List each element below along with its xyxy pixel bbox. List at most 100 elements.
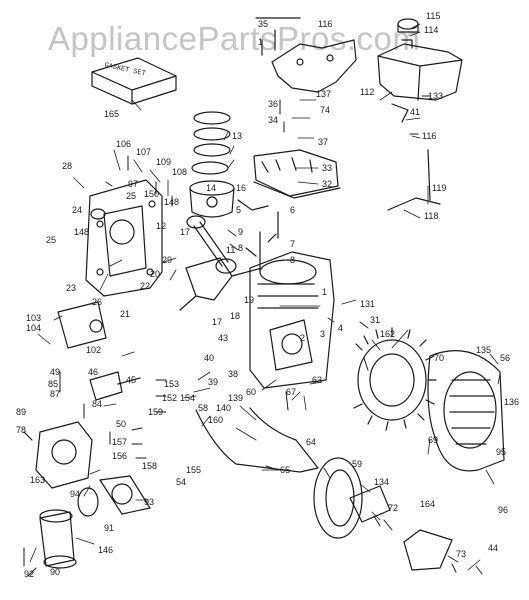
callout-60: 60 xyxy=(246,387,257,397)
callout-5: 5 xyxy=(236,205,242,215)
callout-158: 158 xyxy=(142,461,158,471)
callout-33: 33 xyxy=(322,163,333,173)
callout-155: 155 xyxy=(186,465,202,475)
filter-gasket xyxy=(77,487,99,517)
callout-58: 58 xyxy=(198,403,209,413)
callout-34: 34 xyxy=(268,115,279,125)
callout-18: 18 xyxy=(230,311,241,321)
callout-7: 7 xyxy=(290,239,296,249)
callout-16: 16 xyxy=(236,183,247,193)
callout-87: 87 xyxy=(50,389,61,399)
callout-153: 153 xyxy=(164,379,180,389)
bracket-164 xyxy=(403,529,453,571)
callout-39: 39 xyxy=(208,377,219,387)
gasket-set-box xyxy=(91,57,177,105)
callout-156: 156 xyxy=(112,451,128,461)
base-plate xyxy=(195,407,319,473)
crankcase-cover xyxy=(85,179,163,297)
callout-26: 26 xyxy=(92,297,103,307)
callout-6: 6 xyxy=(290,205,296,215)
callout-37: 37 xyxy=(318,137,329,147)
governor-linkage xyxy=(89,371,141,401)
callout-25: 25 xyxy=(46,235,57,245)
callout-17: 17 xyxy=(180,227,191,237)
callout-162: 162 xyxy=(380,329,396,339)
callout-139: 139 xyxy=(228,393,244,403)
callout-136: 136 xyxy=(504,397,520,407)
callout-134: 134 xyxy=(374,477,390,487)
callout-1: 1 xyxy=(322,287,328,297)
callout-2: 2 xyxy=(300,333,306,343)
callout-50: 50 xyxy=(116,419,127,429)
callout-90: 90 xyxy=(50,567,61,577)
callout-160: 160 xyxy=(208,415,224,425)
callout-17b: 17 xyxy=(212,317,223,327)
callout-28: 28 xyxy=(62,161,73,171)
callout-3: 3 xyxy=(320,329,326,339)
callout-29: 29 xyxy=(162,255,173,265)
callout-11: 11 xyxy=(226,245,236,255)
callout-8b: 8 xyxy=(290,255,296,265)
callout-165: 165 xyxy=(104,109,120,119)
callout-93: 93 xyxy=(144,497,155,507)
callout-4: 4 xyxy=(338,323,344,333)
callout-107: 107 xyxy=(136,147,152,157)
muffler xyxy=(57,301,107,349)
air-filter xyxy=(99,475,151,515)
callout-20: 20 xyxy=(150,269,161,279)
callout-97: 97 xyxy=(128,179,139,189)
callout-25-top: 25 xyxy=(126,191,137,201)
callout-49: 49 xyxy=(50,367,61,377)
blower-housing xyxy=(427,350,505,472)
callout-67: 67 xyxy=(286,387,297,397)
callout-148b: 148 xyxy=(74,227,90,237)
callout-103: 103 xyxy=(26,313,42,323)
callout-108: 108 xyxy=(172,167,188,177)
callout-21: 21 xyxy=(120,309,131,319)
callout-135: 135 xyxy=(476,345,492,355)
callout-69: 69 xyxy=(428,435,439,445)
callout-36: 36 xyxy=(268,99,279,109)
callout-46: 46 xyxy=(88,367,99,377)
engine-block xyxy=(249,251,335,389)
valves xyxy=(237,199,279,273)
brake-parts xyxy=(349,485,391,523)
callout-85: 85 xyxy=(48,379,59,389)
fuel-tank xyxy=(377,18,463,123)
callout-140: 140 xyxy=(216,403,232,413)
callout-45: 45 xyxy=(126,375,137,385)
callout-32: 32 xyxy=(322,179,333,189)
callout-35: 35 xyxy=(258,19,269,29)
callout-96: 96 xyxy=(498,505,509,515)
callout-70: 70 xyxy=(434,353,445,363)
callout-23: 23 xyxy=(66,283,77,293)
callout-54: 54 xyxy=(176,477,187,487)
callout-146: 146 xyxy=(98,545,114,555)
callout-8: 8 xyxy=(238,243,244,253)
callout-109: 109 xyxy=(156,157,172,167)
callout-44: 44 xyxy=(488,543,499,553)
callout-102: 102 xyxy=(86,345,102,355)
callout-1-top: 1 xyxy=(258,37,264,47)
callout-152: 152 xyxy=(162,393,178,403)
callout-22: 22 xyxy=(140,281,151,291)
fuel-line xyxy=(387,149,441,211)
callout-137: 137 xyxy=(316,89,332,99)
callout-12: 12 xyxy=(156,221,167,231)
callout-94: 94 xyxy=(70,489,81,499)
air-cleaner xyxy=(39,509,77,569)
callout-104: 104 xyxy=(26,323,42,333)
callout-118: 118 xyxy=(424,211,439,221)
flywheel xyxy=(353,327,437,431)
callout-74: 74 xyxy=(320,105,331,115)
bolts xyxy=(23,95,483,577)
callout-148: 148 xyxy=(164,197,180,207)
callout-73: 73 xyxy=(456,549,467,559)
callout-150: 150 xyxy=(144,189,160,199)
callout-19: 19 xyxy=(244,295,255,305)
carburetor xyxy=(23,421,93,489)
callout-43: 43 xyxy=(218,333,229,343)
callout-89: 89 xyxy=(16,407,27,417)
callout-119: 119 xyxy=(432,183,447,193)
